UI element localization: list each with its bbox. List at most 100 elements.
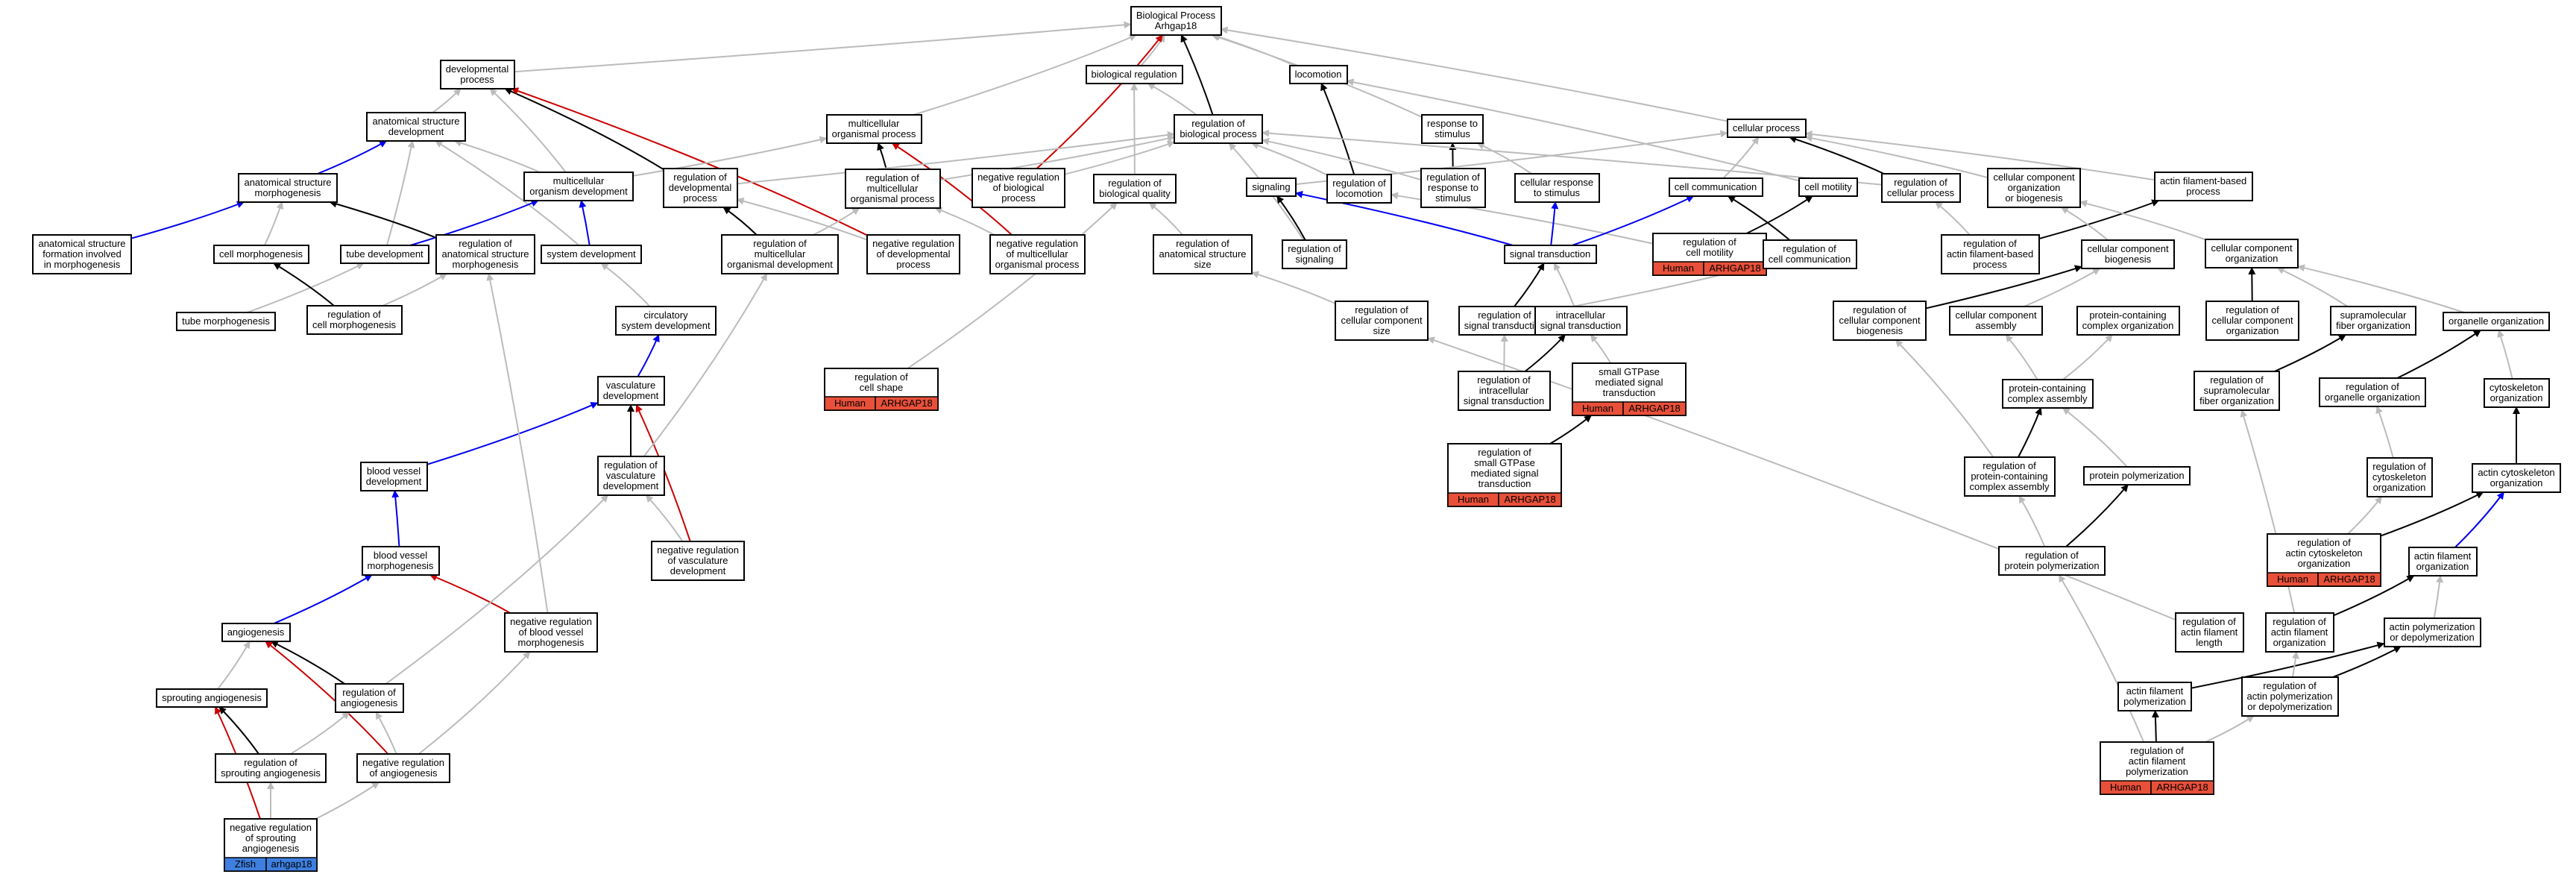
go-term-node-locomotion[interactable]: locomotion — [1289, 65, 1348, 84]
node-box — [306, 305, 403, 335]
node-label-line: signal transduction — [1464, 320, 1545, 331]
node-box — [176, 312, 276, 331]
go-term-node-sigtrans[interactable]: signal transduction — [1504, 245, 1597, 264]
go-term-node-organelleorg[interactable]: organelle organization — [2443, 312, 2550, 331]
node-label-line: organism development — [529, 186, 628, 197]
node-label-line: mediated signal — [1595, 377, 1663, 388]
node-box — [360, 462, 428, 491]
edge-is-a — [913, 34, 1137, 116]
go-term-node-cellproc[interactable]: cellular process — [1727, 119, 1807, 138]
node-label-line: actin polymerization — [2247, 691, 2333, 702]
node-label-line: organization — [2298, 558, 2351, 569]
node-label-line: anatomical structure — [441, 248, 529, 260]
go-term-node-cellmorph[interactable]: cell morphogenesis — [213, 245, 309, 264]
node-box — [1763, 239, 1857, 269]
go-term-node-signaling[interactable]: signaling — [1246, 177, 1297, 197]
go-term-node-bioreg[interactable]: biological regulation — [1086, 65, 1183, 84]
go-term-node-tubedev[interactable]: tube development — [340, 245, 429, 264]
go-term-node-cellmot[interactable]: cell motility — [1798, 177, 1858, 197]
node-box — [663, 168, 738, 208]
go-term-node-tubemorph[interactable]: tube morphogenesis — [176, 312, 276, 331]
go-term-node-sysdev[interactable]: system development — [541, 245, 642, 264]
go-term-node-angio[interactable]: angiogenesis — [221, 623, 291, 642]
edge-is-a — [2276, 267, 2349, 307]
go-term-node-cellcomm[interactable]: cell communication — [1669, 177, 1763, 197]
go-term-node-protpoly[interactable]: protein polymerization — [2083, 466, 2191, 486]
edge-is-a — [1130, 83, 1139, 175]
species-label: Human — [1582, 403, 1613, 414]
edge-regulates — [877, 142, 887, 170]
go-term-node-sproutangio[interactable]: sprouting angiogenesis — [156, 688, 268, 708]
